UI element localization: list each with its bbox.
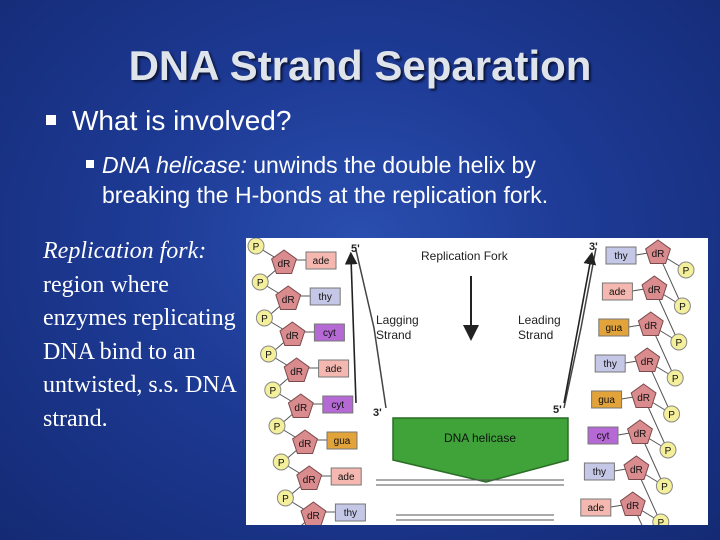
base-bond — [636, 253, 648, 255]
helicase-definition-line1: unwinds the double helix by — [247, 152, 536, 178]
base-label: thy — [344, 508, 357, 519]
phosphate-label: P — [668, 410, 675, 421]
phosphate-label: P — [282, 494, 289, 505]
lagging-strand-arrow — [351, 258, 356, 403]
base-label: ade — [338, 472, 355, 483]
replication-fork-term: Replication fork: — [43, 238, 206, 264]
leading-strand-arrow — [564, 258, 591, 403]
phosphate-label: P — [265, 350, 272, 361]
phosphate-label: P — [675, 338, 682, 349]
base-label: gua — [334, 436, 351, 447]
deoxyribose-label: dR — [294, 403, 307, 414]
bullet-text: What is involved? — [72, 105, 291, 136]
deoxyribose-label: dR — [290, 367, 303, 378]
phosphate-label: P — [278, 458, 285, 469]
base-label: cyt — [331, 400, 344, 411]
deoxyribose-label: dR — [626, 501, 639, 512]
deoxyribose-label: dR — [282, 295, 295, 306]
replication-fork-definition: Replication fork: region where enzymes r… — [43, 235, 243, 436]
deoxyribose-label: dR — [634, 429, 647, 440]
sub-bullet-helicase: DNA helicase: unwinds the double helix b… — [86, 150, 706, 210]
end-label-5-prime-left: 5' — [351, 243, 360, 255]
deoxyribose-label: dR — [278, 259, 291, 270]
right-nucleotide: PdR ade — [581, 492, 669, 525]
bullet-what-involved: What is involved? — [46, 105, 291, 137]
base-label: gua — [605, 323, 622, 334]
replication-fork-heading: Replication Fork — [421, 249, 509, 263]
phosphate-label: P — [679, 302, 686, 313]
base-label: ade — [587, 503, 604, 514]
deoxyribose-label: dR — [641, 357, 654, 368]
deoxyribose-label: dR — [303, 475, 316, 486]
base-bond — [618, 433, 630, 435]
helicase-definition-line2: breaking the H-bonds at the replication … — [86, 180, 706, 210]
base-bond — [632, 289, 644, 291]
dna-helicase-label: DNA helicase — [444, 431, 516, 445]
slide-title: DNA Strand Separation — [0, 42, 720, 90]
deoxyribose-label: dR — [652, 249, 665, 260]
base-bond — [622, 397, 634, 399]
phosphate-label: P — [269, 386, 276, 397]
base-bond — [625, 361, 637, 363]
base-label: cyt — [597, 431, 610, 442]
base-label: thy — [319, 292, 332, 303]
deoxyribose-label: dR — [299, 439, 312, 450]
replication-fork-diagram: 5' 3' Replication Fork LaggingStrand Lea… — [246, 238, 708, 525]
phosphate-label: P — [672, 374, 679, 385]
phosphate-label: P — [665, 446, 672, 457]
phosphate-label: P — [661, 482, 668, 493]
base-label: ade — [313, 256, 330, 267]
phosphate-label: P — [253, 242, 260, 253]
phosphate-label: P — [274, 422, 281, 433]
deoxyribose-label: dR — [648, 285, 661, 296]
deoxyribose-label: dR — [630, 465, 643, 476]
replication-fork-description: region where enzymes replicating DNA bin… — [43, 272, 236, 432]
bullet-square-icon — [86, 160, 94, 168]
end-label-3-prime-right: 3' — [589, 241, 598, 253]
phosphate-label: P — [683, 266, 690, 277]
base-bond — [629, 325, 641, 327]
base-label: ade — [325, 364, 342, 375]
base-label: thy — [614, 251, 627, 262]
base-label: gua — [598, 395, 615, 406]
replication-fork-svg: 5' 3' Replication Fork LaggingStrand Lea… — [246, 238, 708, 525]
end-label-5-prime-mid: 5' — [553, 404, 562, 416]
base-label: thy — [593, 467, 606, 478]
end-label-3-prime-mid: 3' — [373, 407, 382, 419]
deoxyribose-label: dR — [644, 321, 657, 332]
phosphate-label: P — [257, 278, 264, 289]
dna-helicase-shape — [393, 418, 568, 482]
phosphate-label: P — [261, 314, 268, 325]
deoxyribose-label: dR — [286, 331, 299, 342]
base-label: cyt — [323, 328, 336, 339]
deoxyribose-label: dR — [307, 511, 320, 522]
deoxyribose-label: dR — [637, 393, 650, 404]
base-label: ade — [609, 287, 626, 298]
left-nucleotide: PdR thy — [277, 490, 365, 525]
base-label: thy — [604, 359, 617, 370]
base-bond — [614, 469, 626, 471]
leading-template-strand — [564, 248, 596, 408]
helicase-term: DNA helicase: — [102, 152, 247, 178]
base-bond — [611, 505, 623, 507]
phosphate-label: P — [657, 518, 664, 525]
bullet-square-icon — [46, 115, 56, 125]
